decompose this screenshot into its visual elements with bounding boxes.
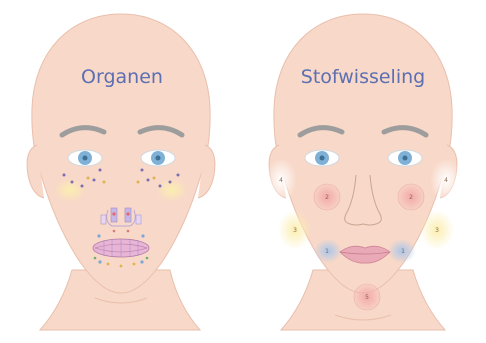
zone-label: 2 (409, 194, 413, 201)
face-right: Stofwisseling 4 2 2 4 3 3 1 1 5 (265, 14, 462, 330)
zone-label: 1 (325, 248, 329, 255)
zone-label: 2 (325, 194, 329, 201)
pupil-icon (156, 156, 161, 161)
pupil-icon (403, 156, 408, 161)
cheek-zone-yellow (156, 178, 188, 202)
pupil-icon (83, 156, 88, 161)
face-left: Organen (27, 14, 215, 330)
zone-label: 1 (401, 248, 405, 255)
cheek-zone-yellow (54, 178, 86, 202)
panel-title-left: Organen (81, 66, 163, 88)
zone-label: 3 (293, 227, 297, 234)
zone-label: 3 (435, 227, 439, 234)
panel-title-right: Stofwisseling (301, 66, 425, 88)
zone-label: 4 (444, 177, 448, 184)
zone-label: 4 (279, 177, 283, 184)
pupil-icon (320, 156, 325, 161)
zone-label: 5 (365, 294, 369, 301)
